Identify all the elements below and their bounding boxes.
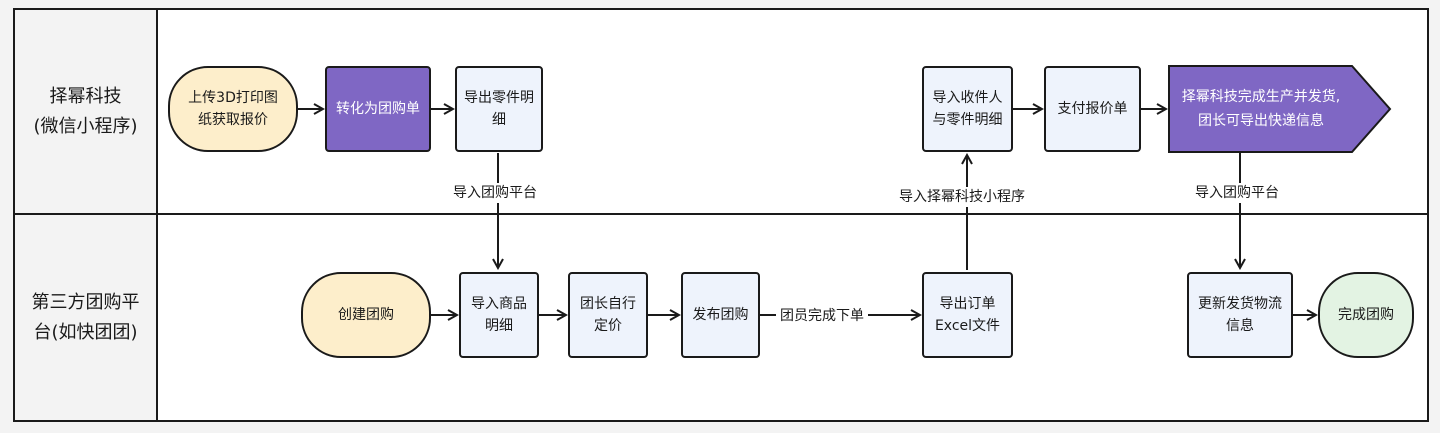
export-order-label: 导出订单 Excel文件 bbox=[934, 296, 1001, 334]
export-parts-node: 导出零件明 细 bbox=[455, 66, 543, 152]
convert-to-group-order-node: 转化为团购单 bbox=[325, 66, 431, 152]
complete-group-node: 完成团购 bbox=[1318, 272, 1414, 358]
update-logistics-label: 更新发货物流 信息 bbox=[1198, 296, 1282, 334]
import-recipient-node: 导入收件人 与零件明细 bbox=[922, 66, 1013, 152]
edge-label-import-platform-1: 导入团购平台 bbox=[449, 183, 541, 203]
edge-label-import-miniprogram: 导入择幂科技小程序 bbox=[895, 187, 1029, 207]
ship-node: 择幂科技完成生产并发货, 团长可导出快递信息 bbox=[1181, 89, 1341, 129]
publish-group-label: 发布团购 bbox=[692, 307, 749, 323]
create-group-node: 创建团购 bbox=[301, 272, 431, 358]
import-goods-label: 导入商品 明细 bbox=[471, 296, 527, 334]
upload-drawing-label: 上传3D打印图 纸获取报价 bbox=[188, 90, 278, 128]
import-goods-node: 导入商品 明细 bbox=[459, 272, 539, 358]
self-pricing-node: 团长自行 定价 bbox=[568, 272, 648, 358]
complete-group-label: 完成团购 bbox=[1338, 307, 1394, 323]
self-pricing-label: 团长自行 定价 bbox=[580, 296, 636, 334]
upload-drawing-node: 上传3D打印图 纸获取报价 bbox=[168, 66, 298, 152]
pay-quote-label: 支付报价单 bbox=[1057, 101, 1128, 117]
ship-node-shape bbox=[1168, 65, 1392, 153]
publish-group-node: 发布团购 bbox=[681, 272, 760, 358]
create-group-label: 创建团购 bbox=[338, 307, 394, 323]
pay-quote-node: 支付报价单 bbox=[1044, 66, 1141, 152]
edge-label-import-platform-2: 导入团购平台 bbox=[1191, 183, 1283, 203]
export-order-node: 导出订单 Excel文件 bbox=[922, 272, 1013, 358]
convert-label: 转化为团购单 bbox=[336, 101, 420, 117]
export-parts-label: 导出零件明 细 bbox=[464, 90, 534, 128]
update-logistics-node: 更新发货物流 信息 bbox=[1187, 272, 1293, 358]
edge-label-member-order: 团员完成下单 bbox=[776, 306, 868, 326]
lane-label-zemi: 择幂科技 (微信小程序) bbox=[33, 85, 138, 137]
lane-label-third-party: 第三方团购平 台(如快团团) bbox=[31, 291, 140, 343]
swimlane-frame-outline bbox=[13, 8, 1429, 422]
import-recipient-label: 导入收件人 与零件明细 bbox=[932, 90, 1003, 128]
